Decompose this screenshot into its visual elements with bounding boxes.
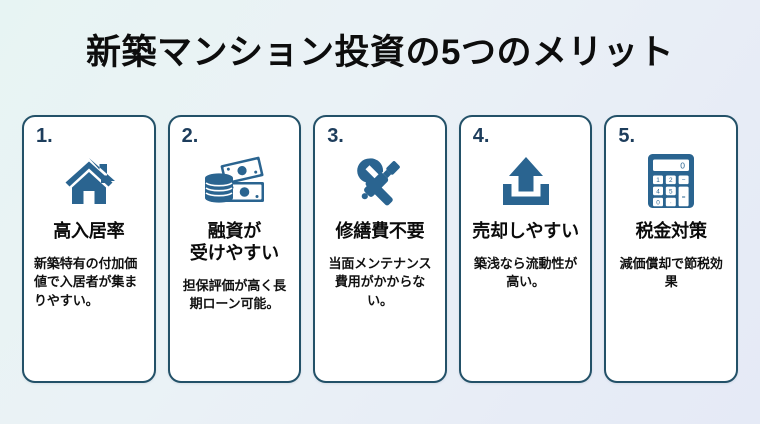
title-container: 新築マンション投資の5つのメリット <box>0 0 760 104</box>
house-icon <box>34 150 144 212</box>
calculator-icon: 0 1 2 − 4 <box>616 150 726 212</box>
card-heading: 修繕費不要 <box>335 221 425 241</box>
benefit-card-1: 1. 高入居率 新築特有の付加価値で入居者が集まりやすい。 <box>22 115 156 383</box>
card-heading: 売却しやすい <box>472 221 579 241</box>
benefit-card-4: 4. 売却しやすい 築浅なら流動性が高い。 <box>458 115 593 383</box>
calculator-display-value: 0 <box>680 161 685 171</box>
card-body: 当面メンテナンス費用がかからない。 <box>328 255 432 308</box>
card-heading: 融資が受けやすい <box>189 221 279 263</box>
card-body: 担保評価が高く長期ローン可能。 <box>182 277 286 312</box>
benefit-card-2: 2. <box>167 115 302 383</box>
card-body: 築浅なら流動性が高い。 <box>473 255 578 290</box>
benefit-card-list: 1. 高入居率 新築特有の付加価値で入居者が集まりやすい。 2. <box>22 115 738 383</box>
card-heading: 高入居率 <box>53 221 125 241</box>
money-icon <box>180 150 290 212</box>
page-title: 新築マンション投資の5つのメリット <box>86 32 674 72</box>
benefit-card-3: 3. 修繕費不要 当面メ <box>313 115 447 383</box>
calculator-key-5: 5 <box>669 188 673 195</box>
card-body: 減価償却で節税効果 <box>619 255 723 290</box>
calculator-key-1: 1 <box>656 177 660 184</box>
card-number: 5. <box>618 125 636 147</box>
calculator-key-2: 2 <box>669 177 673 184</box>
benefit-card-5: 5. 0 <box>604 115 738 383</box>
card-heading: 税金対策 <box>635 221 707 241</box>
tools-icon <box>325 150 435 212</box>
calculator-key-dot: · <box>670 199 672 206</box>
calculator-key-4: 4 <box>656 188 660 195</box>
card-number: 4. <box>472 125 490 147</box>
upload-icon <box>471 150 581 212</box>
calculator-key-equals: = <box>682 194 686 201</box>
calculator-key-0: 0 <box>656 199 660 206</box>
card-number: 3. <box>327 125 344 147</box>
calculator-key-minus: − <box>682 177 686 184</box>
card-number: 2. <box>181 125 199 147</box>
card-number: 1. <box>36 125 53 147</box>
card-body: 新築特有の付加価値で入居者が集まりやすい。 <box>34 255 138 308</box>
